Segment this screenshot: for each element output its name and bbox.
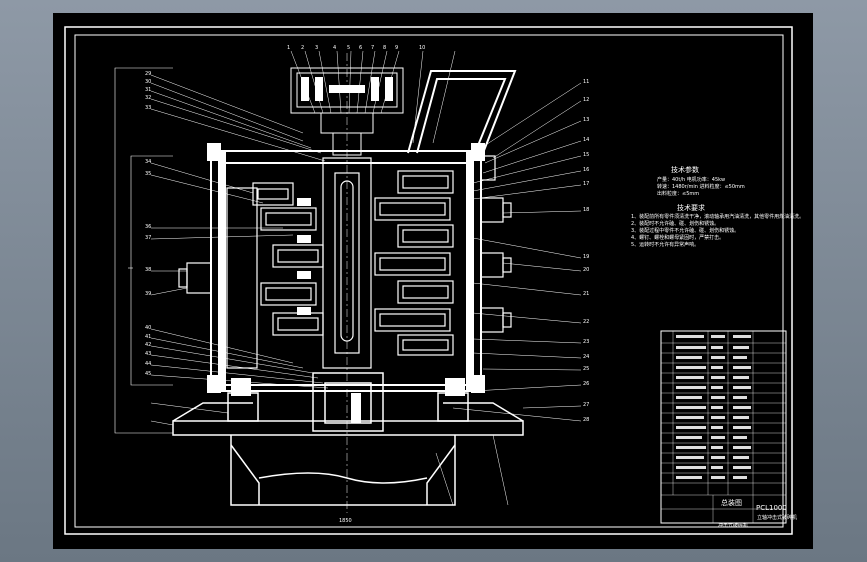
left-hammer-units [252, 182, 324, 336]
leader-label: 22 [583, 319, 590, 325]
right-hammer-units [374, 170, 454, 356]
leader-label: 18 [583, 207, 590, 213]
leader-label: 16 [583, 167, 590, 173]
dimension-label: 1850 [339, 518, 352, 524]
leader-label: 27 [583, 402, 590, 408]
tech-params-title: 技术参数 [671, 166, 699, 174]
crusher-base [172, 372, 524, 506]
tech-param-line: 转速：1480r/min 进料粒度：≤50mm [657, 184, 745, 190]
leader-label: 40 [145, 325, 152, 331]
tech-params-lines: 产量：40t/h 电机功率：45kw 转速：1480r/min 进料粒度：≤50… [657, 176, 745, 197]
leader-label: 33 [145, 105, 152, 111]
leader-label: 41 [145, 334, 152, 340]
leader-label: 32 [145, 95, 152, 101]
leader-label: 37 [145, 235, 152, 241]
leader-label: 8 [383, 45, 387, 51]
leader-label: 42 [145, 342, 152, 348]
leader-label: 24 [583, 354, 590, 360]
leader-label: 30 [145, 79, 152, 85]
tech-param-line: 出料粒度：≤5mm [657, 191, 700, 197]
leader-label: 39 [145, 291, 152, 297]
leader-label: 12 [583, 97, 590, 103]
leader-label: 43 [145, 351, 152, 357]
leader-label: 17 [583, 181, 590, 187]
base-fill [231, 378, 465, 423]
leader-label: 34 [145, 159, 152, 165]
leader-label: 4 [333, 45, 337, 51]
housing-flanges [207, 143, 485, 393]
title-block-code: PCL1000 [756, 504, 787, 512]
leader-lines [150, 50, 582, 506]
leader-label: 44 [145, 361, 152, 367]
leader-label: 6 [359, 45, 363, 51]
tech-requirement-line: 2、装配时不允许磕、碰、划伤和锈蚀。 [631, 221, 720, 227]
leader-label: 29 [145, 71, 152, 77]
outer-frame [64, 26, 793, 535]
leader-label: 3 [315, 45, 319, 51]
leader-label: 19 [583, 254, 590, 260]
leader-label: 45 [145, 371, 152, 377]
leader-label: 25 [583, 366, 590, 372]
leader-label: 31 [145, 87, 152, 93]
leader-label: 23 [583, 339, 590, 345]
tech-requirements-title: 技术要求 [677, 204, 705, 212]
leader-label: 36 [145, 224, 152, 230]
leader-label: 38 [145, 267, 152, 273]
leader-label: 5 [347, 45, 351, 51]
tech-requirement-line: 1、装配前所有零件须清洗干净，滚动轴承用汽油清洗，其他零件用煤油清洗。 [631, 214, 805, 220]
parts-list-table [660, 330, 787, 524]
leader-label: 11 [583, 79, 590, 85]
leader-label: 9 [395, 45, 399, 51]
parts-list-rows [661, 331, 786, 523]
leader-label: 7 [371, 45, 375, 51]
top-drive-assembly [290, 53, 404, 513]
leader-label: 13 [583, 117, 590, 123]
tech-param-line: 产量：40t/h 电机功率：45kw [657, 177, 726, 183]
left-hammer-fill [297, 198, 311, 315]
title-block-name: 总装图 [721, 499, 742, 507]
leader-label: 35 [145, 171, 152, 177]
leader-label: 15 [583, 152, 590, 158]
top-drive-fill [301, 77, 393, 101]
cad-viewport[interactable]: 技术参数 产量：40t/h 电机功率：45kw 转速：1480r/min 进料粒… [53, 13, 813, 549]
leader-label: 1 [287, 45, 291, 51]
right-side-bolts [480, 155, 512, 333]
parts-list-text [676, 335, 751, 479]
tech-requirements-lines: 1、装配前所有零件须清洗干净，滚动轴承用汽油清洗，其他零件用煤油清洗。 2、装配… [631, 213, 804, 248]
assembly-drawing [64, 26, 793, 535]
leader-label: 26 [583, 381, 590, 387]
leader-label: 10 [419, 45, 426, 51]
leader-label: 21 [583, 291, 590, 297]
left-dimension-lines [114, 67, 173, 434]
leader-label: 14 [583, 137, 590, 143]
inner-frame [74, 34, 784, 528]
tech-requirement-line: 4、螺钉、螺栓和螺母紧固时，严禁打击。 [631, 235, 725, 241]
tech-requirement-line: 3、装配过程中零件不允许磕、碰、划伤和锈蚀。 [631, 228, 740, 234]
title-block-sub2: 立轴冲击式破碎机 [757, 515, 798, 521]
left-side-motor [178, 187, 258, 369]
leader-label: 28 [583, 417, 590, 423]
feed-chute [407, 70, 517, 154]
title-block-sub: 冲击式破碎机 [718, 523, 749, 529]
leader-label: 20 [583, 267, 590, 273]
tech-requirement-line: 5、运转时不允许有异常声响。 [631, 242, 700, 248]
leader-label: 2 [301, 45, 305, 51]
